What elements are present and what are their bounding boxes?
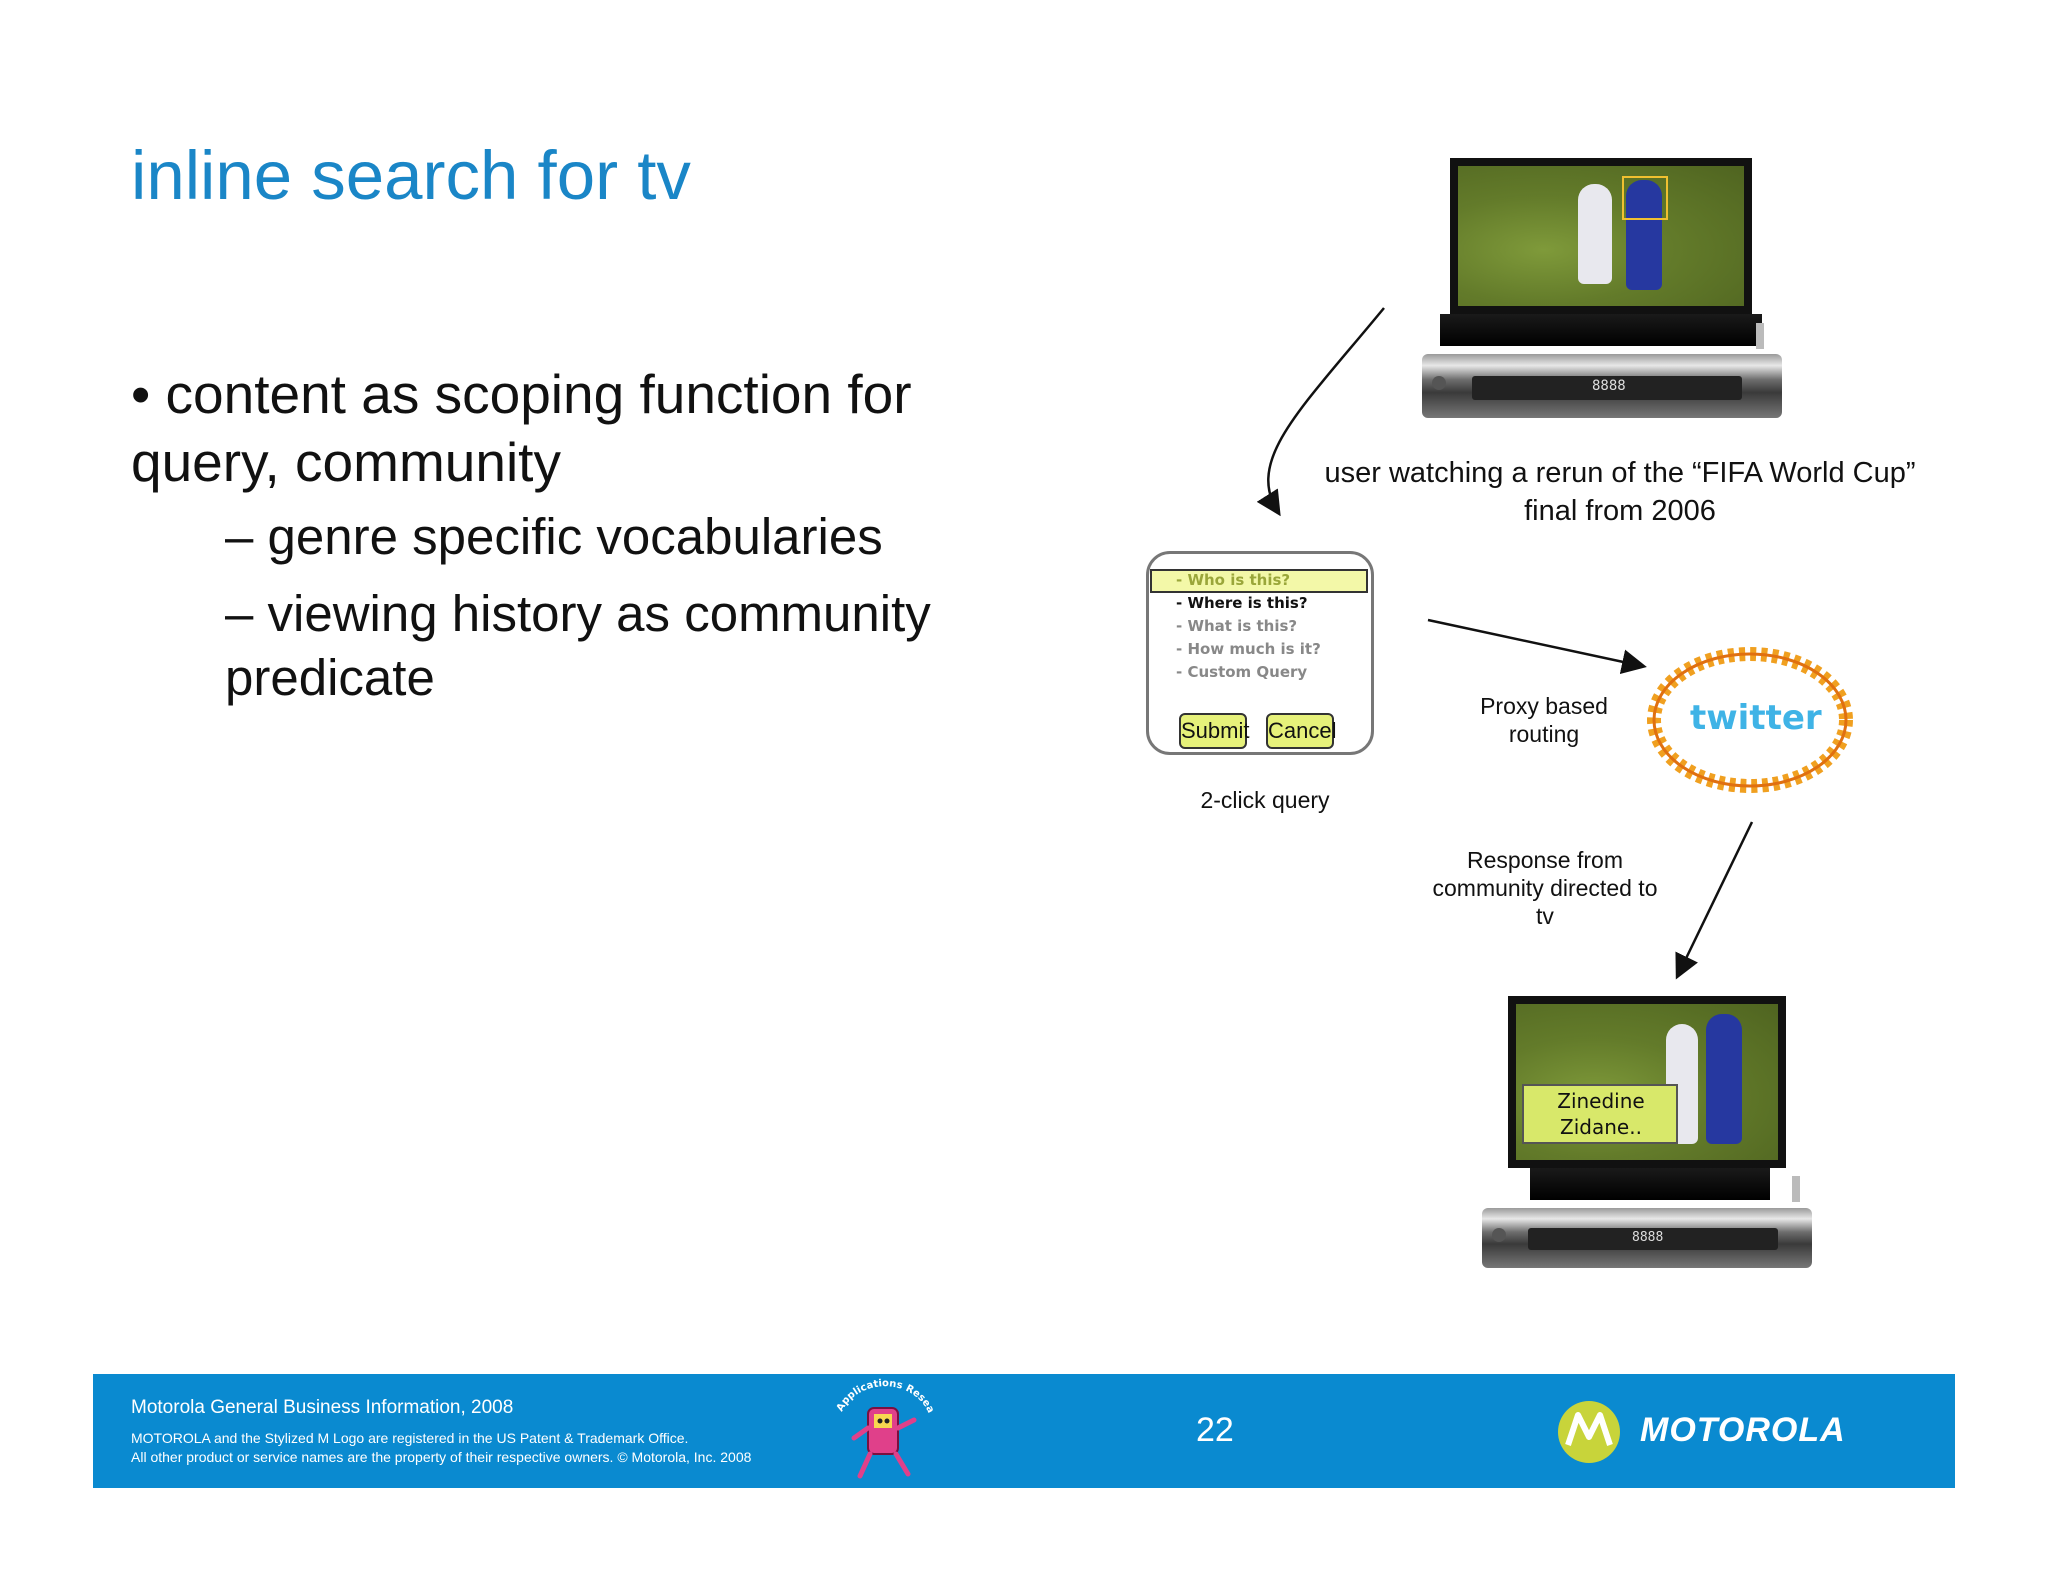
box-display: 8888 <box>1592 378 1626 394</box>
motorola-wordmark: MOTOROLA <box>1640 1411 1846 1449</box>
soccer-scene-image <box>1458 166 1744 306</box>
tv-bottom: Zinedine Zidane.. 8888 <box>1480 996 1820 1296</box>
answer-overlay <box>1522 1084 1678 1144</box>
answer-overlay-text: Zinedine Zidane.. <box>1557 1089 1645 1139</box>
bullet-sub-vocabularies: – genre specific vocabularies <box>225 508 883 565</box>
tv-top: 8888 <box>1418 158 1782 433</box>
player-blue-bottom <box>1706 1014 1742 1144</box>
twitter-community-graphic <box>1647 647 1853 793</box>
settop-box-top: 8888 <box>1422 354 1782 418</box>
query-option-where[interactable]: - Where is this? <box>1176 594 1308 612</box>
query-option-custom[interactable]: - Custom Query <box>1176 663 1308 681</box>
query-option-what[interactable]: - What is this? <box>1176 617 1298 635</box>
query-option-who[interactable]: - Who is this? <box>1176 571 1291 589</box>
tv-top-screen <box>1450 158 1752 314</box>
face-selection-box <box>1622 176 1668 220</box>
arrow-tv-to-query <box>1256 307 1385 517</box>
page-number: 22 <box>1196 1411 1234 1449</box>
query-option-highlight <box>1150 569 1368 593</box>
query-option-how-much[interactable]: - How much is it? <box>1176 640 1321 658</box>
tv-top-side-label <box>1756 323 1764 349</box>
footer-line2: MOTOROLA and the Stylized M Logo are reg… <box>131 1430 689 1446</box>
tv-caption: user watching a rerun of the “FIFA World… <box>1324 457 1916 527</box>
bullet-main: • content as scoping function for query,… <box>131 363 912 493</box>
footer-line3: All other product or service names are t… <box>131 1449 752 1465</box>
slide-title: inline search for tv <box>131 137 691 214</box>
box-front-panel <box>1472 376 1742 400</box>
footer-line1: Motorola General Business Information, 2… <box>131 1397 514 1418</box>
player-white <box>1578 184 1612 284</box>
box-logo-icon <box>1432 376 1446 390</box>
settop-box-bottom: 8888 <box>1482 1208 1812 1268</box>
box-front-panel-bottom <box>1528 1228 1778 1250</box>
tv-bottom-side-label <box>1792 1176 1800 1202</box>
query-caption: 2-click query <box>1200 787 1330 813</box>
motorola-m-logo-icon <box>1558 1401 1620 1463</box>
applications-research-mascot: Applications Research <box>830 1372 936 1479</box>
tv-top-stand <box>1440 314 1762 346</box>
twitter-logo-text: twitter <box>1690 698 1822 738</box>
bullet-sub-viewing-history: – viewing history as community predicate <box>225 585 931 706</box>
box-logo-icon-bottom <box>1492 1228 1506 1242</box>
cancel-button[interactable]: Cancel <box>1266 713 1336 749</box>
arrow-twitter-to-tv <box>1675 821 1754 980</box>
box-display-bottom: 8888 <box>1632 1230 1664 1245</box>
player-blue <box>1626 180 1662 290</box>
tv-bottom-stand <box>1530 1168 1770 1200</box>
footer-bar <box>93 1374 1955 1488</box>
routing-caption: Proxy based routing <box>1480 693 1608 747</box>
arrow-query-to-twitter <box>1427 618 1647 675</box>
submit-button[interactable]: Submit <box>1179 713 1249 749</box>
response-caption: Response from community directed to tv <box>1432 847 1658 929</box>
